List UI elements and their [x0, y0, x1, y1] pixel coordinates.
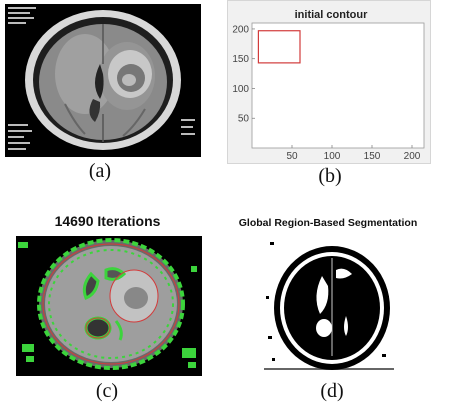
chart-title: initial contour — [295, 9, 368, 21]
y-tick-label: 200 — [232, 24, 249, 35]
x-tick-label: 100 — [324, 151, 341, 162]
x-tick-label: 50 — [286, 151, 298, 162]
iterations-contour-image — [16, 236, 202, 376]
y-tick-label: 50 — [238, 114, 250, 125]
panel-c-title: 14690 Iterations — [54, 213, 161, 229]
panel-c — [16, 236, 202, 376]
initial-contour-rectangle — [257, 30, 301, 64]
x-tick-label: 150 — [364, 151, 381, 162]
panel-b: initial contour 50 100 150 200 50 100 150 200 — [227, 0, 431, 164]
mri-scan-image — [5, 4, 201, 157]
initial-contour-chart: initial contour 50 100 150 200 50 100 150 200 — [232, 9, 425, 162]
panel-a — [5, 4, 201, 157]
y-tick-label: 100 — [232, 84, 249, 95]
y-tick-label: 150 — [232, 54, 249, 65]
caption-b: (b) — [318, 165, 342, 187]
x-tick-label: 200 — [404, 151, 421, 162]
panel-d — [262, 236, 397, 376]
segmentation-image — [262, 236, 397, 376]
panel-d-title: Global Region-Based Segmentation — [238, 217, 418, 229]
caption-c: (c) — [95, 380, 119, 402]
caption-d: (d) — [320, 380, 344, 402]
plot-area — [251, 22, 425, 149]
caption-a: (a) — [88, 160, 112, 182]
